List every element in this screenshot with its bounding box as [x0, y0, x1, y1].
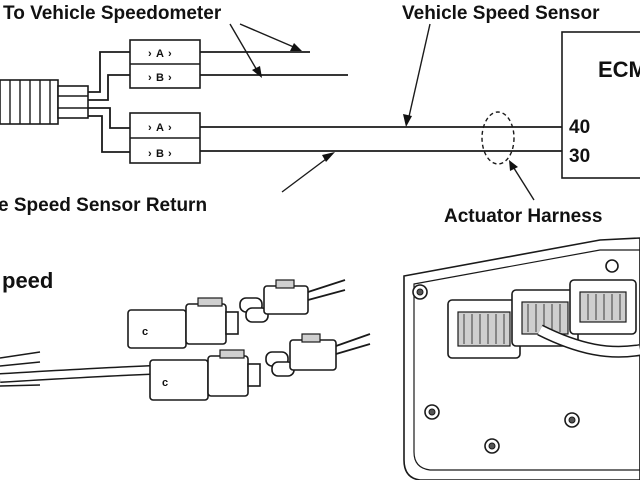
label-actuator-harness: Actuator Harness [444, 206, 602, 227]
ecm-label: ECM [598, 57, 640, 82]
terminal-lower [265, 333, 371, 377]
connector-illustration: peed c [0, 268, 371, 401]
svg-text:›: › [168, 148, 172, 160]
terminal-upper [239, 279, 346, 323]
svg-text:›: › [168, 72, 172, 84]
pin-label-lower-b: B [156, 148, 164, 160]
pin-30-label: 30 [569, 146, 590, 167]
pin-40-label: 40 [569, 117, 590, 138]
plug-upper: c [127, 297, 239, 349]
svg-text:›: › [168, 122, 172, 134]
label-vehicle-speed-sensor: Vehicle Speed Sensor [402, 3, 600, 24]
svg-text:›: › [148, 122, 152, 134]
leader-arrows [229, 23, 535, 201]
svg-text:›: › [148, 72, 152, 84]
speed-sensor-body [0, 79, 89, 125]
pin-label-upper-b: B [156, 72, 164, 84]
pin-label-upper-a-letter: A [156, 48, 164, 60]
label-to-vehicle-speedometer: To Vehicle Speedometer [3, 3, 222, 24]
label-speed-sensor-return: e Speed Sensor Return [0, 195, 207, 216]
label-speed: peed [2, 268, 53, 293]
harness-marker [481, 111, 515, 165]
ecm-box [561, 31, 640, 179]
svg-text:›: › [148, 148, 152, 160]
plug-lower: c [149, 349, 261, 401]
pin-label-lower-a: A [156, 122, 164, 134]
pin-label-upper-a: › [148, 48, 152, 60]
svg-text:›: › [168, 48, 172, 60]
schematic: › A › › B › › A › › B › ECM 40 30 [0, 3, 640, 227]
ecm-module-illustration [403, 237, 640, 480]
svg-text:c: c [142, 326, 148, 338]
svg-text:c: c [162, 377, 168, 389]
